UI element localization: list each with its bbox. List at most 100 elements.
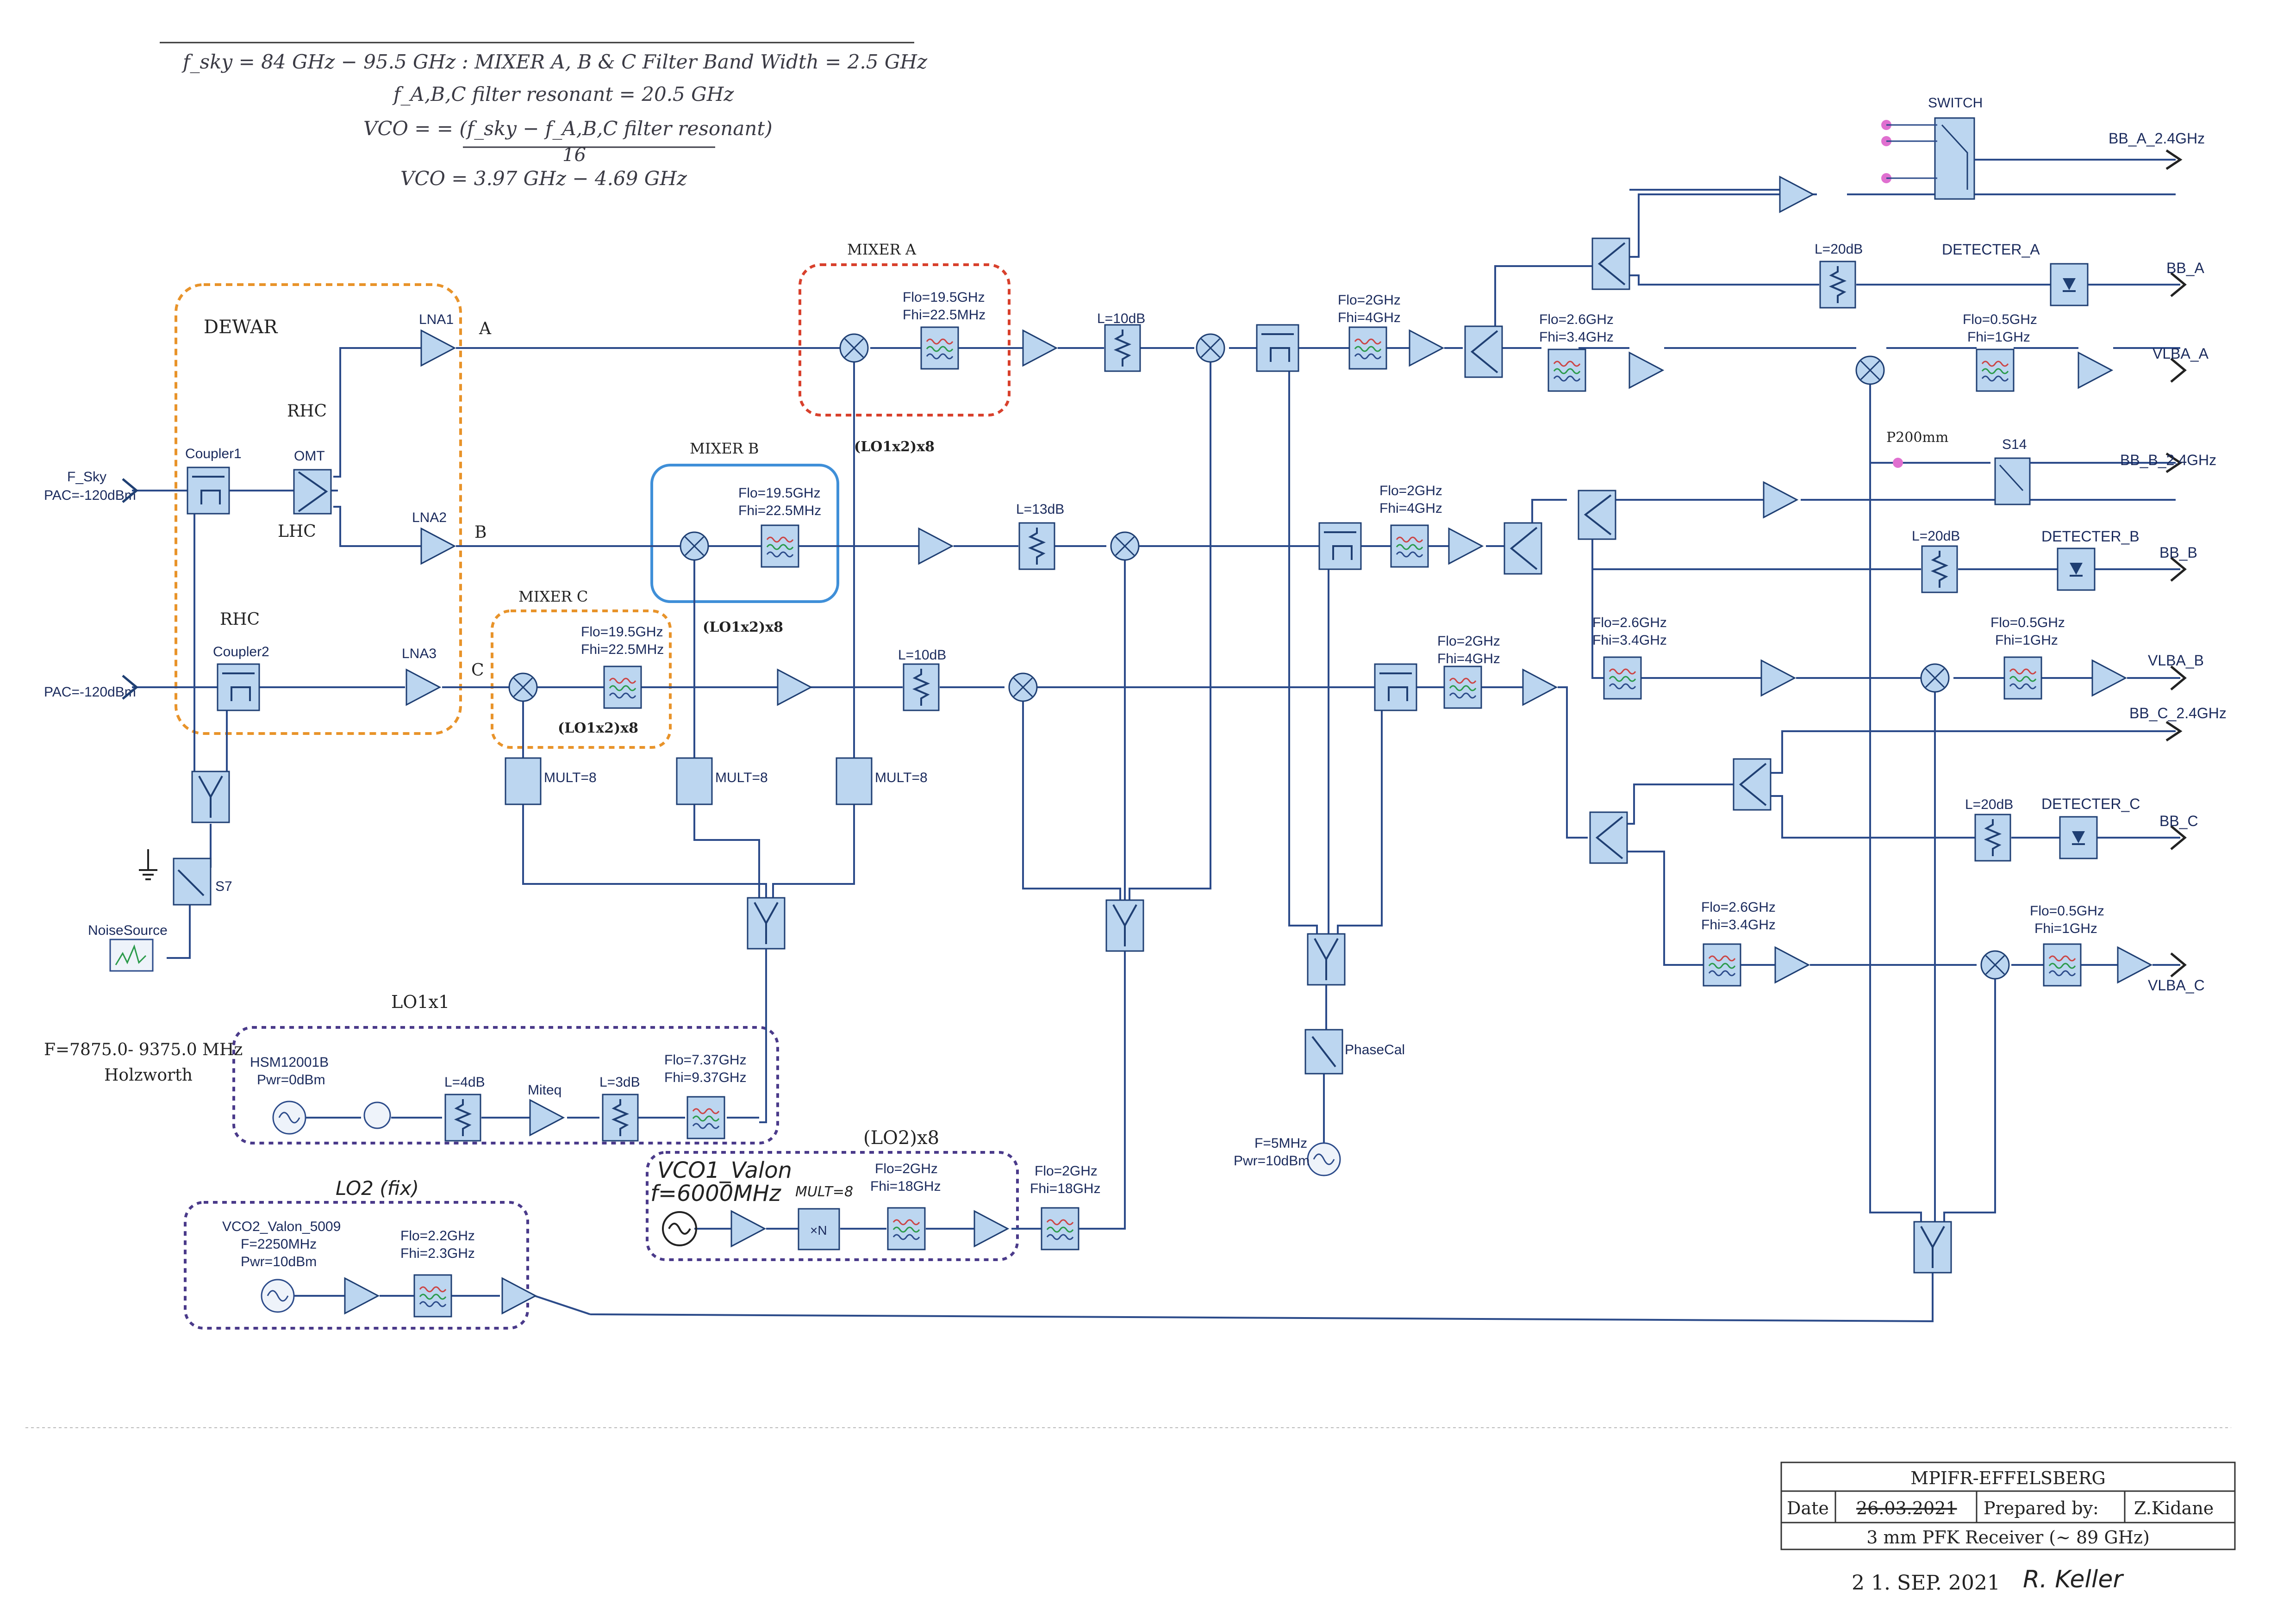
out-bba24: BB_A_2.4GHz [2109,130,2205,147]
lna2-label: LNA2 [412,510,447,525]
lo1-divider [747,897,786,950]
coupler1 [187,466,230,515]
mixer-c-filter [603,665,642,709]
out-bbc24-port [2165,721,2183,742]
mix-a-fhi: Fhi=22.5MHz [903,307,986,323]
mix-c-fhi: Fhi=22.5MHz [581,642,664,657]
p200-label: P200mm [1886,429,1948,446]
bpc-fhi: Fhi=4GHz [1437,651,1500,666]
out-vlba-c: VLBA_C [2148,977,2205,994]
out-bba-port [2170,272,2187,297]
lo2-group [646,1151,1019,1261]
out-bbc-port [2170,825,2187,850]
lna1-label: LNA1 [419,312,454,327]
phasecal-source [1307,1142,1341,1176]
bandpass-a [1348,326,1387,370]
amp-b2 [1448,528,1483,565]
lo2bp2-fhi: Fhi=18GHz [1030,1181,1101,1196]
noise-source-label: NoiseSource [88,923,168,938]
out-vlba-a-port [2170,358,2187,383]
coupler-a [1256,324,1299,372]
amp-c3 [1774,946,1809,983]
vco1-source [662,1211,697,1246]
lna2 [420,528,455,565]
input-combiner [191,771,230,823]
mix-b-fhi: Fhi=22.5MHz [738,503,821,518]
out-bbb: BB_B [2159,544,2197,561]
phasecal-combiner [1307,933,1346,986]
rhc2-label: RHC [220,610,260,629]
lo2bp-flo: Flo=2GHz [875,1161,938,1176]
coupler2 [217,663,260,711]
lna3 [406,669,441,706]
mixer-a-label: MIXER A [847,241,917,258]
bp26a-flo: Flo=2.6GHz [1539,312,1614,327]
vco1-label-b: f=6000MHz [650,1181,782,1206]
bp26-b [1603,656,1642,700]
prepared-label: Prepared by: [1984,1498,2099,1518]
amp-b1 [918,528,953,565]
vco1-label-a: VCO1_Valon [657,1157,792,1183]
title-block: MPIFR-EFFELSBERG Date 26.03.2021 Prepare… [1780,1461,2236,1595]
l20-b [1921,545,1958,593]
l4-label: L=4dB [444,1075,485,1090]
pwr10-label: Pwr=10dBm [241,1254,317,1269]
mixer-c-label: MIXER C [518,588,588,605]
dewar-group [175,283,462,735]
eq-vco-denominator: 16 [562,144,586,166]
out-vlba-b: VLBA_B [2148,652,2204,669]
bp05c-flo: Flo=0.5GHz [2030,903,2104,919]
det-b-label: DETECTER_B [2041,528,2140,545]
f5-label: F=5MHz [1254,1136,1307,1151]
mixer-c-group [491,609,672,749]
eq-fres: f_A,B,C filter resonant = 20.5 GHz [392,83,734,106]
pac1-label: PAC=-120dBm [44,488,136,503]
vco1-amp [730,1210,766,1247]
mixer-b3 [1920,663,1950,693]
lo1x2-c-label: (LO1x2)x8 [558,720,638,736]
bpb-flo: Flo=2GHz [1379,483,1442,498]
mixer-b [680,531,709,561]
vco2-label: VCO2_Valon_5009 [222,1219,341,1234]
out-bbc24: BB_C_2.4GHz [2129,705,2227,721]
bpb-fhi: Fhi=4GHz [1379,501,1442,516]
out-bbb24: BB_B_2.4GHz [2120,452,2216,468]
lo1-fhi: Fhi=9.37GHz [664,1070,747,1085]
vco2-flo: Flo=2.2GHz [400,1228,475,1244]
holzworth-label: Holzworth [104,1066,193,1085]
vco2-fhi: Fhi=2.3GHz [400,1246,475,1261]
mixer-a2 [1196,333,1225,363]
bp26c-flo: Flo=2.6GHz [1701,900,1776,915]
hsm-label: HSM12001B [250,1055,329,1070]
mult-a [836,757,873,805]
lo2-fix-group [184,1201,529,1330]
bp05a-fhi: Fhi=1GHz [1967,330,2030,345]
lo1-filter [686,1096,725,1139]
mixer-b-group [650,464,839,603]
eq-fsky: f_sky = 84 GHz − 95.5 GHz : MIXER A, B &… [181,50,928,73]
detector-b [2057,547,2096,591]
lo2x-label: (LO2)x8 [863,1127,939,1149]
detector-a [2050,263,2089,306]
lo1x2-a-label: (LO1x2)x8 [854,439,935,455]
multiplier-symbol: ×N [810,1223,827,1237]
amp-a3 [1628,352,1664,389]
bandpass-c [1443,665,1482,709]
pwr0-label: Pwr=0dBm [257,1072,325,1088]
out-bba24-port [2165,149,2183,170]
bp26-a [1547,348,1586,392]
switch-block [1934,117,1975,200]
bp05b-flo: Flo=0.5GHz [1990,615,2065,630]
input-port-2 [122,675,138,700]
frange-label: F=7875.0- 9375.0 MHz [44,1040,243,1059]
out-vlba-a: VLBA_A [2152,345,2209,362]
vco1-multiplier [798,1208,840,1250]
mixer-b-filter [761,524,799,568]
lo-combiner [1913,1221,1952,1274]
hsm-source [272,1101,306,1135]
lo1x1-label: LO1x1 [391,992,449,1012]
mixer-b-label: MIXER B [690,440,759,457]
out-bbc: BB_C [2159,813,2198,829]
bpc-flo: Flo=2GHz [1437,634,1500,649]
